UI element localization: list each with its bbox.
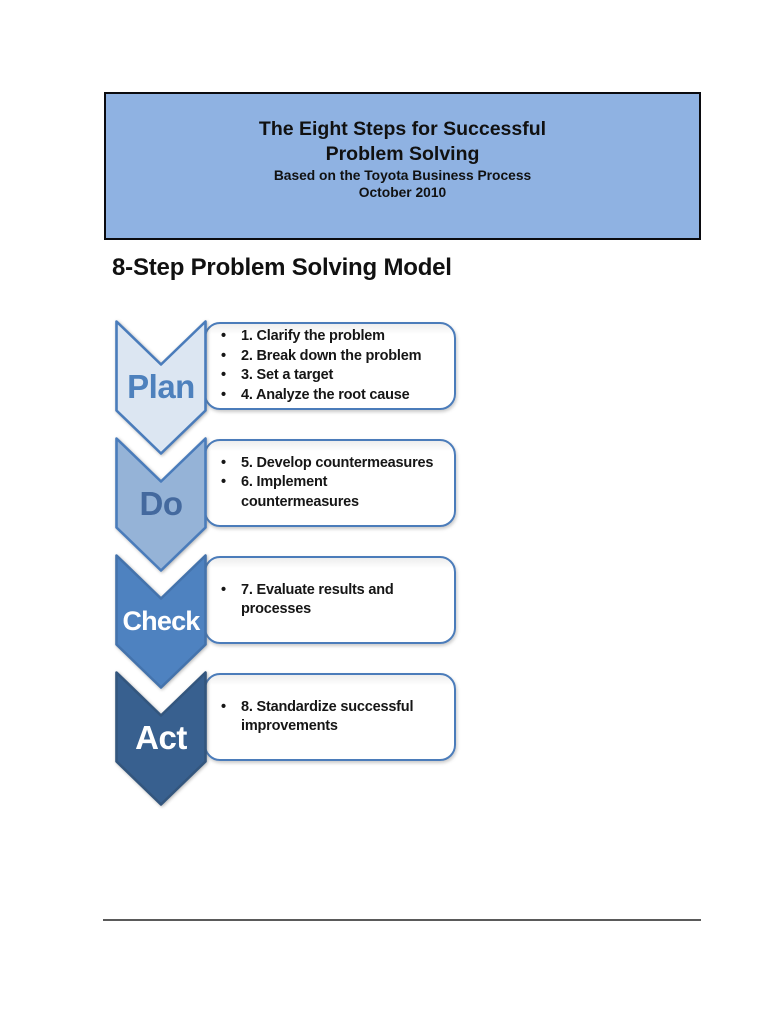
step-label: Check [122, 605, 200, 636]
bullet-item: • 3. Set a target [219, 366, 448, 386]
bullet-list: • 5. Develop countermeasures • 6. Implement… [219, 454, 448, 513]
bullet-item: • 8. Standardize successful improvements [219, 698, 448, 737]
bullet-dot-icon: • [221, 474, 227, 491]
header-title-line1: The Eight Steps for Successful [258, 118, 547, 140]
step-items-box: • 5. Develop countermeasures • 6. Implement… [204, 439, 456, 527]
bullet-text: 1. Clarify the problem [241, 328, 385, 344]
step-items-box: • 7. Evaluate results and processes [204, 556, 456, 644]
bullet-text: 4. Analyze the root cause [241, 386, 410, 403]
bullet-dot-icon: • [221, 328, 227, 344]
step-items-box: • 8. Standardize successful improvements [204, 673, 456, 761]
bullet-text: 3. Set a target [241, 367, 334, 383]
bullet-dot-icon: • [221, 698, 227, 715]
step-label: Do [139, 485, 184, 522]
bullet-dot-icon: • [221, 581, 227, 598]
chevron-down-shape: Check [115, 554, 207, 689]
bullet-dot-icon: • [221, 347, 227, 364]
bullet-item: • 2. Break down the problem [219, 347, 448, 367]
page-title: 8-Step Problem Solving Model [112, 254, 452, 281]
bullet-dot-icon: • [221, 454, 227, 471]
header-banner: The Eight Steps for Successful Problem S… [104, 92, 701, 240]
bullet-dot-icon: • [221, 367, 227, 383]
chevron-down-icon [115, 554, 207, 689]
bullet-list: • 8. Standardize successful improvements [219, 698, 448, 737]
bullet-item: • 5. Develop countermeasures [219, 454, 448, 474]
chevron-down-icon [115, 320, 207, 455]
step-label: Plan [127, 368, 195, 405]
header-subtitle: Based on the Toyota Business Process [273, 168, 532, 183]
bullet-text: 6. Implement countermeasures [241, 474, 359, 510]
header-title-line2: Problem Solving [325, 143, 480, 165]
header-date: October 2010 [358, 185, 447, 200]
chevron-down-shape: Plan [115, 320, 207, 455]
bullet-text: 2. Break down the problem [241, 347, 422, 364]
bullet-text: 5. Develop countermeasures [241, 454, 434, 471]
chevron-down-icon [115, 671, 207, 806]
chevron-down-shape: Do [115, 437, 207, 572]
bullet-dot-icon: • [221, 386, 227, 403]
bullet-list: • 1. Clarify the problem • 2. Break down th… [219, 327, 448, 405]
bullet-text: 7. Evaluate results and processes [241, 581, 394, 618]
chevron-down-shape: Act [115, 671, 207, 806]
chevron-down-icon [115, 437, 207, 572]
bullet-item: • 7. Evaluate results and processes [219, 581, 448, 620]
step-items-box: • 1. Clarify the problem • 2. Break down th… [204, 322, 456, 410]
bullet-item: • 6. Implement countermeasures [219, 473, 448, 512]
bullet-item: • 4. Analyze the root cause [219, 386, 448, 406]
step-label: Act [135, 719, 187, 756]
bullet-text: 8. Standardize successful improvements [241, 698, 414, 735]
footer-divider [103, 919, 701, 922]
bullet-list: • 7. Evaluate results and processes [219, 581, 448, 620]
bullet-item: • 1. Clarify the problem [219, 327, 448, 347]
